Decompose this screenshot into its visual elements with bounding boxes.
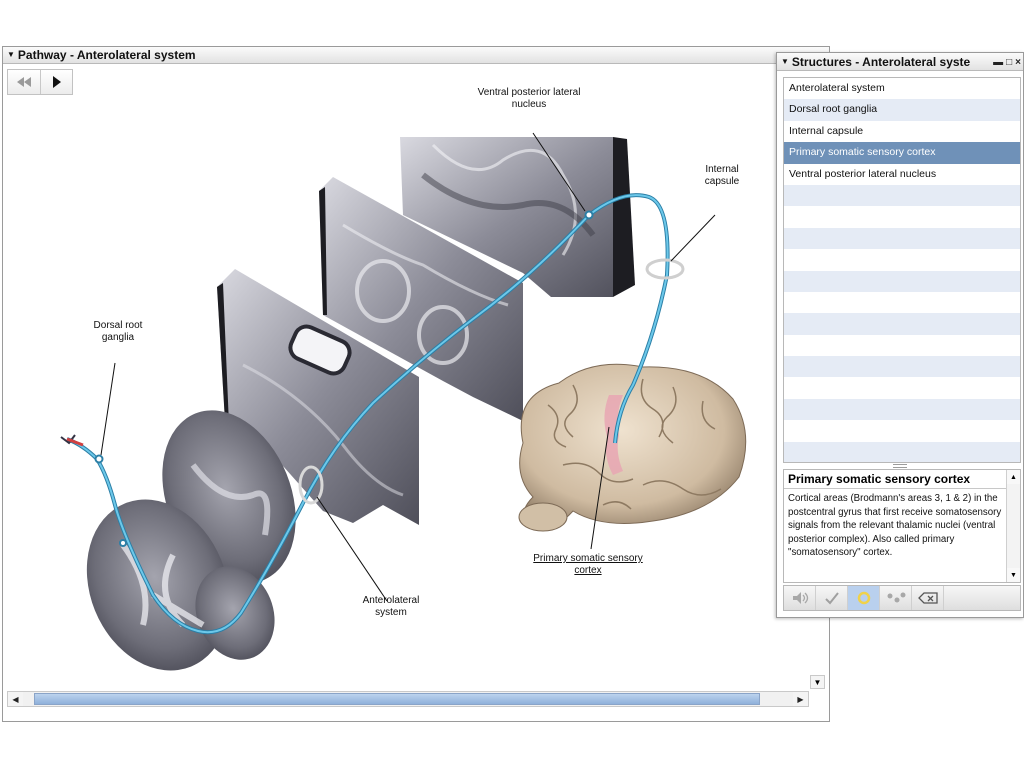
scroll-down-button[interactable]: ▼ bbox=[1007, 568, 1020, 582]
list-item[interactable]: Anterolateral system bbox=[789, 82, 885, 94]
brain-illustration bbox=[518, 363, 747, 532]
vpl-node bbox=[584, 210, 594, 220]
pathway-title: Pathway - Anterolateral system bbox=[17, 48, 196, 62]
panel-splitter[interactable] bbox=[893, 464, 907, 468]
thalamus-section bbox=[400, 137, 635, 297]
structures-list: Anterolateral system Dorsal root ganglia… bbox=[783, 77, 1021, 463]
minimize-icon[interactable]: ▬ bbox=[993, 57, 1004, 68]
primary-cortex-label[interactable]: Primary somatic sensory cortex bbox=[533, 553, 643, 576]
pathway-window: ▼Pathway - Anterolateral system bbox=[2, 46, 830, 722]
collapse-arrow-icon[interactable]: ▼ bbox=[7, 50, 15, 59]
anterolateral-ring bbox=[298, 465, 324, 505]
description-box: Primary somatic sensory cortex Cortical … bbox=[783, 469, 1021, 583]
nerve-ending-icon bbox=[60, 434, 76, 445]
rewind-button[interactable] bbox=[8, 70, 40, 94]
ganglion-node bbox=[94, 454, 104, 464]
horizontal-scrollbar[interactable]: ◀ ▶ bbox=[7, 691, 809, 707]
structures-title: Structures - Anterolateral syste bbox=[791, 55, 971, 69]
checkmark-icon bbox=[824, 592, 839, 605]
points-button[interactable] bbox=[880, 586, 912, 610]
description-title: Primary somatic sensory cortex bbox=[784, 470, 1006, 489]
medulla-section bbox=[217, 269, 419, 525]
scroll-down-button[interactable]: ▼ bbox=[810, 675, 825, 689]
highlight-button[interactable] bbox=[848, 586, 880, 610]
clear-button[interactable] bbox=[912, 586, 944, 610]
collapse-arrow-icon[interactable]: ▼ bbox=[781, 57, 789, 66]
anterolateral-label: Anterolateral system bbox=[362, 595, 420, 618]
structures-titlebar[interactable]: ▼Structures - Anterolateral syste ▬ □ × bbox=[777, 53, 1023, 71]
pathway-titlebar[interactable]: ▼Pathway - Anterolateral system bbox=[3, 47, 829, 64]
scroll-up-button[interactable]: ▲ bbox=[1007, 470, 1020, 484]
scroll-thumb[interactable] bbox=[34, 693, 760, 705]
cortex-highlight bbox=[604, 395, 623, 475]
play-icon bbox=[52, 76, 61, 88]
leader-lines bbox=[100, 132, 716, 602]
vpl-label: Ventral posterior lateral nucleus bbox=[477, 87, 581, 110]
close-icon[interactable]: × bbox=[1015, 57, 1021, 68]
check-button[interactable] bbox=[816, 586, 848, 610]
scroll-right-button[interactable]: ▶ bbox=[793, 692, 808, 706]
play-button[interactable] bbox=[40, 70, 72, 94]
list-item[interactable]: Internal capsule bbox=[789, 124, 864, 137]
list-item[interactable]: Ventral posterior lateral nucleus bbox=[789, 167, 937, 180]
structures-panel: ▼Structures - Anterolateral syste ▬ □ × … bbox=[776, 52, 1024, 618]
rewind-icon bbox=[17, 77, 31, 87]
speaker-icon bbox=[792, 592, 808, 604]
scroll-left-button[interactable]: ◀ bbox=[8, 692, 23, 706]
backspace-icon bbox=[917, 592, 938, 604]
internal-capsule-ring bbox=[645, 258, 685, 280]
dorsal-root-label: Dorsal root ganglia bbox=[93, 320, 143, 343]
panel-toolbar bbox=[783, 585, 1021, 611]
description-text: Cortical areas (Brodmann's areas 3, 1 & … bbox=[788, 493, 1002, 558]
pathway-illustration bbox=[60, 132, 747, 671]
playback-toolbar bbox=[7, 69, 73, 95]
list-item[interactable]: Dorsal root ganglia bbox=[784, 99, 1020, 121]
maximize-icon[interactable]: □ bbox=[1006, 57, 1013, 68]
description-scrollbar[interactable]: ▲ ▼ bbox=[1006, 470, 1020, 582]
audio-button[interactable] bbox=[784, 586, 816, 610]
dots-icon bbox=[887, 592, 905, 603]
target-icon bbox=[857, 591, 870, 605]
list-item-selected[interactable]: Primary somatic sensory cortex bbox=[784, 142, 1020, 164]
midbrain-section bbox=[319, 177, 523, 421]
internal-capsule-label: Internal capsule bbox=[704, 164, 740, 187]
